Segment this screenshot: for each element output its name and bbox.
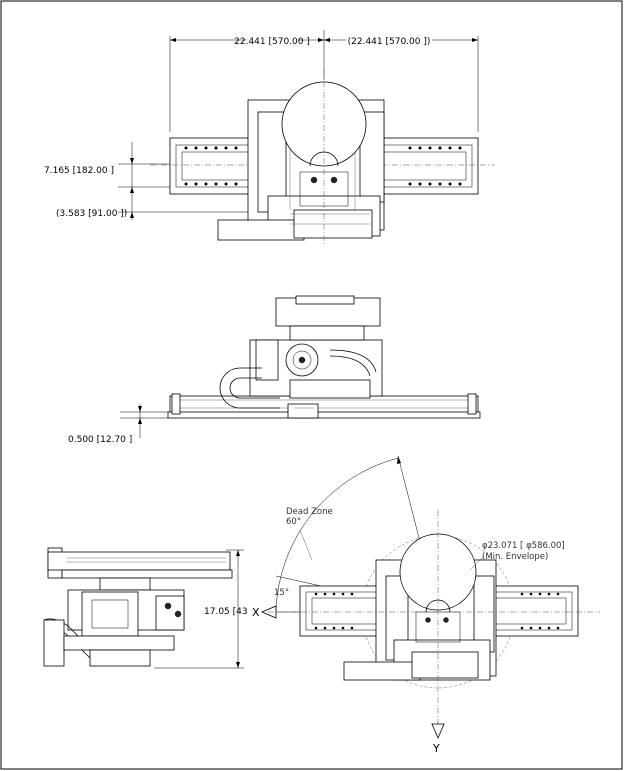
y-axis-label: Y <box>432 742 440 755</box>
end-height-dim: 17.05 [43 <box>204 607 248 617</box>
rotation-view: Dead Zone 60° 15° X Y <box>252 455 600 755</box>
end-view: 17.05 [43 <box>43 547 248 669</box>
side-height-dim: 0.500 [12.70 ] <box>68 435 132 445</box>
top-width-left-dim: 22.441 [570.00 ] <box>234 37 310 47</box>
top-view: 22.441 [570.00 ] (22.441 [570.00 ]) 7.16… <box>44 30 495 245</box>
dead-zone-label: Dead Zone <box>286 507 333 517</box>
side-view: 0.500 [12.70 ] <box>68 295 481 445</box>
x-axis-label: X <box>252 606 260 619</box>
envelope-diameter-label: φ23.071 [ φ586.00] <box>482 541 565 551</box>
tilt-angle-label: 15° <box>274 588 289 598</box>
dead-zone-angle: 60° <box>286 517 301 527</box>
top-offset-main-dim: 7.165 [182.00 ] <box>44 166 114 176</box>
top-offset-sub-dim: (3.583 [91.00 ]) <box>56 209 127 219</box>
top-width-right-dim: (22.441 [570.00 ]) <box>348 37 431 47</box>
envelope-label: (Min. Envelope) <box>482 552 548 562</box>
